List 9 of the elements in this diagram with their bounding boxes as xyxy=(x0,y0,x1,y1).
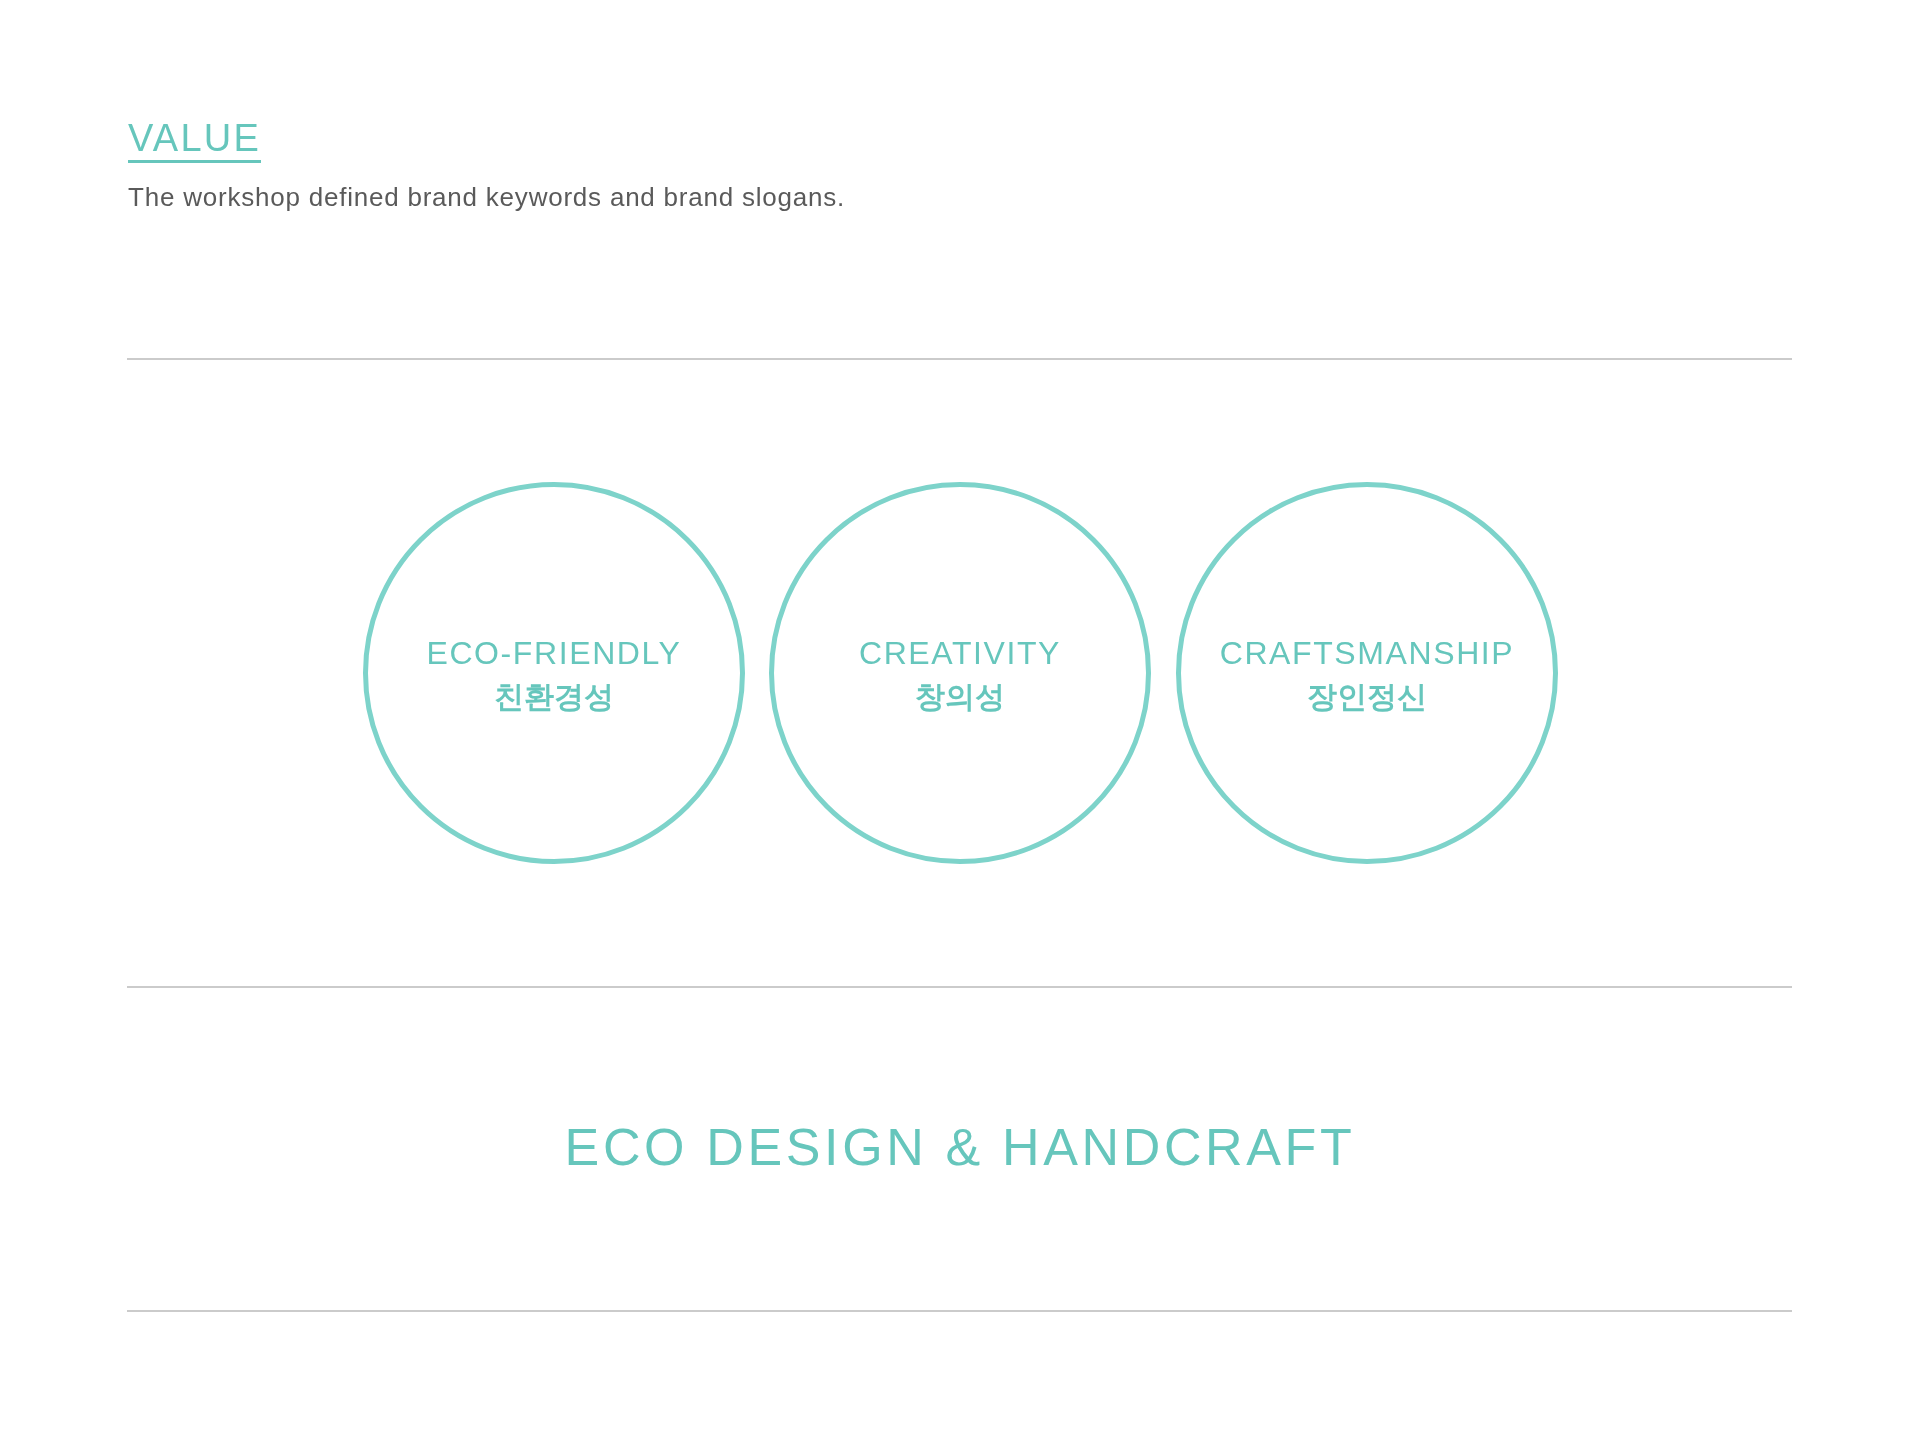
keyword-text: CREATIVITY xyxy=(858,635,1062,671)
subtitle-text: The workshop defined brand keywords and brand slogans. xyxy=(128,181,846,213)
keyword-korean-text: 장인정신 xyxy=(1307,679,1427,715)
keyword-korean-text: 친환경성 xyxy=(494,679,614,715)
keyword-text: ECO-FRIENDLY xyxy=(426,635,682,671)
section-title: VALUE xyxy=(128,118,262,163)
slogan-text: ECO DESIGN & HANDCRAFT xyxy=(564,1118,1356,1176)
keyword-korean-text: 창의성 xyxy=(915,679,1005,715)
keyword-text: CRAFTSMANSHIP xyxy=(1219,635,1515,671)
